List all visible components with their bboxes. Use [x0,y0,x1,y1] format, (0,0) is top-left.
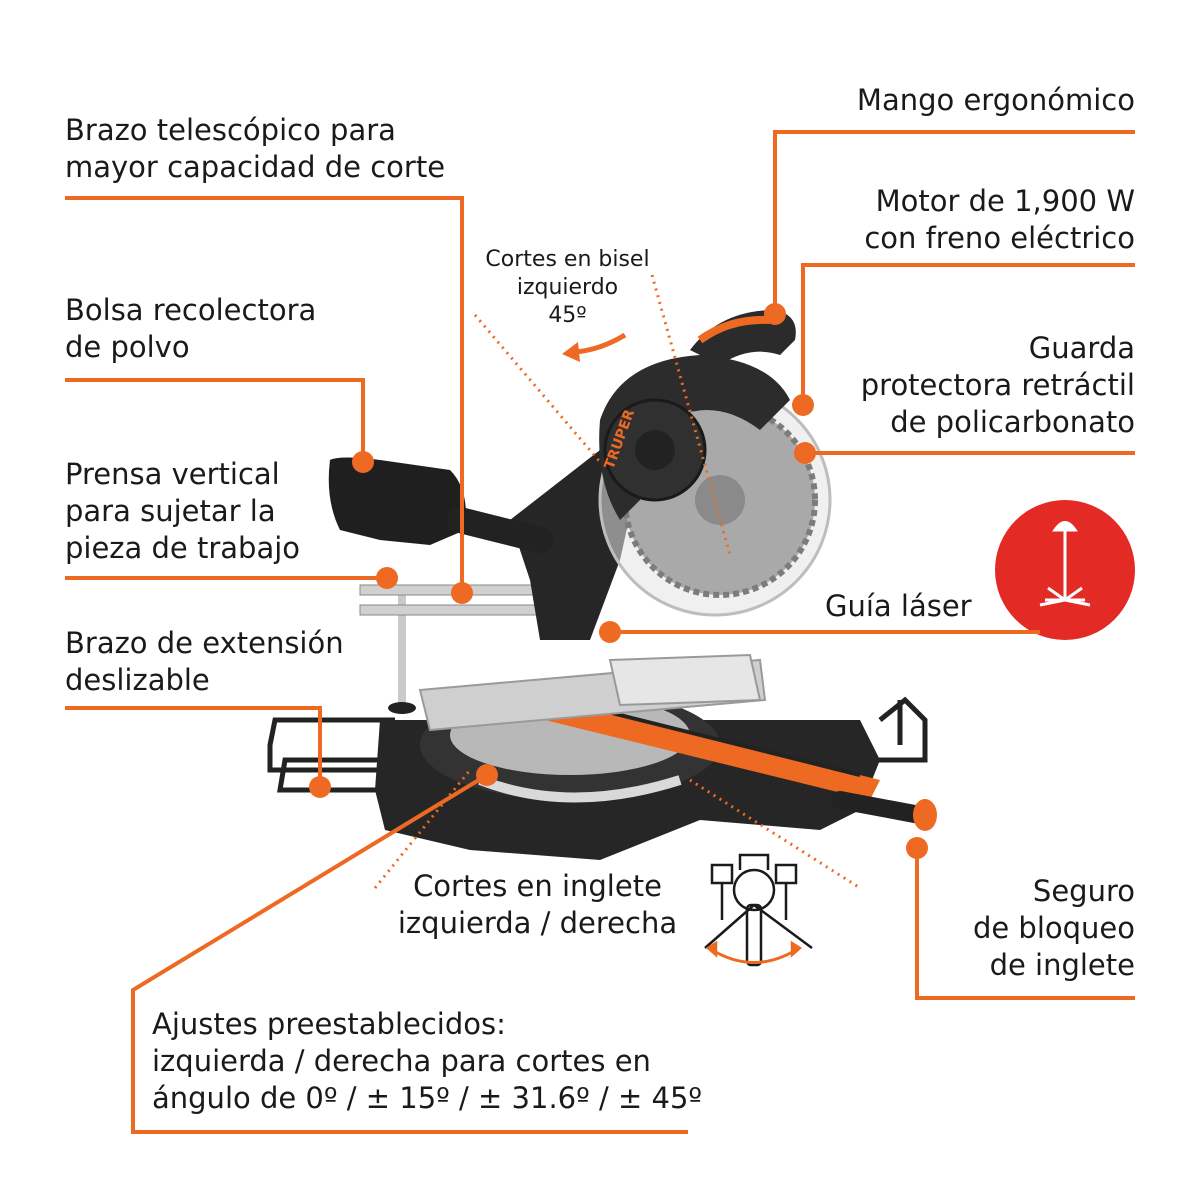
slide-groove [579,703,861,777]
label-bevel-cut: Cortes en bisel izquierdo 45º [470,246,665,330]
dot-miter-lock [906,837,928,859]
label-miter-lock-line1: Seguro [1032,874,1135,908]
label-presets-line2: izquierda / derecha para cortes en [152,1044,651,1078]
dust-collection-bag [328,457,466,545]
label-vertical-clamp-line2: para sujetar la [65,494,276,528]
vertical-clamp-foot [388,702,416,714]
label-motor: Motor de 1,900 W con freno eléctrico [864,183,1135,257]
label-miter-lock-line3: de inglete [989,948,1135,982]
blade-hub [695,475,745,525]
label-guard-line3: de policarbonato [890,405,1135,439]
dot-presets [476,764,498,786]
label-guard-line1: Guarda [1028,331,1135,365]
label-telescopic-arm-line2: mayor capacidad de corte [65,150,446,184]
label-presets: Ajustes preestablecidos: izquierda / der… [152,1006,702,1117]
miter-guide-left [373,769,472,889]
laser-beam-icon [1039,521,1091,607]
label-handle: Mango ergonómico [857,82,1135,119]
label-bevel-cut-line3: 45º [548,303,587,328]
miter-lock-handle [831,791,929,824]
dot-laser [599,621,621,643]
label-dust-bag-line2: de polvo [65,330,190,364]
upper-blade-housing [599,355,790,520]
right-wire-extension [840,696,928,763]
orange-slide-arm [545,700,880,800]
label-motor-line1: Motor de 1,900 W [875,184,1135,218]
label-presets-line1: Ajustes preestablecidos: [152,1007,506,1041]
label-extension-arm: Brazo de extensión deslizable [65,625,344,699]
angle-guides [373,274,861,890]
label-miter-lock-line2: de bloqueo [972,911,1135,945]
motor-cap [635,430,675,470]
callout-lines [65,130,1135,1134]
dot-guard [794,442,816,464]
line-presets [131,773,688,1134]
label-vertical-clamp-line3: pieza de trabajo [65,531,301,565]
label-guard-line2: protectora retráctil [860,368,1135,402]
dot-extension-arm [309,776,331,798]
label-dust-bag-line1: Bolsa recolectora [65,293,317,327]
label-laser-guide: Guía láser [825,588,972,625]
label-bevel-cut-line2: izquierdo [516,275,619,300]
label-miter-cut-line2: izquierda / derecha [397,906,678,940]
bevel-arrow-icon [562,332,627,362]
label-presets-line3: ángulo de 0º / ± 15º / ± 31.6º / ± 45º [152,1081,703,1115]
dust-port [447,507,553,553]
miter-lock-knob [913,799,937,831]
bevel-guide-left [473,314,602,463]
label-dust-bag: Bolsa recolectora de polvo [65,292,316,366]
label-telescopic-arm: Brazo telescópico para mayor capacidad d… [65,112,445,186]
label-extension-arm-line1: Brazo de extensión [65,626,344,660]
label-telescopic-arm-line1: Brazo telescópico para [65,113,396,147]
miter-scale [478,775,682,803]
dot-dust-bag [352,451,374,473]
label-vertical-clamp: Prensa vertical para sujetar la pieza de… [65,456,300,567]
dot-vertical-clamp [376,567,398,589]
label-vertical-clamp-line1: Prensa vertical [65,457,280,491]
label-handle-line1: Mango ergonómico [856,83,1135,117]
label-miter-lock: Seguro de bloqueo de inglete [973,873,1135,984]
miter-rotation-icon [704,853,813,967]
line-miter-lock [915,848,1135,1000]
handle-grip-accent [697,315,771,344]
miter-saw: TRUPER [267,310,937,860]
label-miter-cut: Cortes en inglete izquierda / derecha [380,868,695,942]
dot-telescopic-arm [451,582,473,604]
callout-dots [309,303,928,859]
laser-guide-badge [995,500,1135,640]
label-extension-arm-line2: deslizable [65,663,210,697]
line-telescopic-arm [65,196,464,593]
right-fence-plate [608,653,762,707]
line-dust-bag [65,378,365,460]
label-motor-line2: con freno eléctrico [864,221,1135,255]
dot-motor [792,394,814,416]
line-handle [773,130,1135,314]
label-guard: Guarda protectora retráctil de policarbo… [861,330,1135,441]
label-miter-cut-line1: Cortes en inglete [413,869,662,903]
left-wire-extension [267,717,395,793]
label-laser-guide-line1: Guía láser [825,589,972,623]
dot-handle [764,303,786,325]
line-extension-arm [65,706,322,785]
label-bevel-cut-line1: Cortes en bisel [485,247,650,272]
vertical-clamp-post [398,590,406,710]
line-motor [801,263,1135,405]
